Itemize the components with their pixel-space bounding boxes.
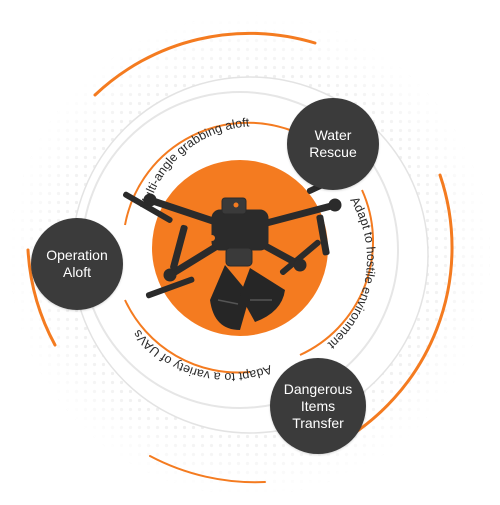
inner-arc-bottom	[124, 299, 251, 374]
badge-dangerous-line-3: Transfer	[292, 414, 344, 431]
badge-operation-aloft-line-2: Aloft	[62, 264, 91, 280]
badge-water-rescue-line-1: Water	[314, 127, 352, 143]
outer-arc-left	[26, 248, 57, 347]
badge-dangerous-items-transfer: Dangerous Items Transfer	[270, 358, 366, 454]
badge-operation-aloft-line-1: Operation	[46, 247, 108, 263]
badge-dangerous-line-1: Dangerous	[283, 380, 353, 397]
badge-water-rescue-line-2: Rescue	[309, 144, 357, 160]
outer-arc-right	[333, 173, 454, 447]
badge-water-rescue: Water Rescue	[287, 98, 379, 190]
outer-arc-top	[93, 31, 317, 97]
badge-operation-aloft: Operation Aloft	[31, 218, 123, 310]
inner-arc-right	[299, 189, 374, 356]
badge-dangerous-line-2: Items	[300, 397, 336, 414]
outer-arc-bottom	[149, 455, 266, 484]
